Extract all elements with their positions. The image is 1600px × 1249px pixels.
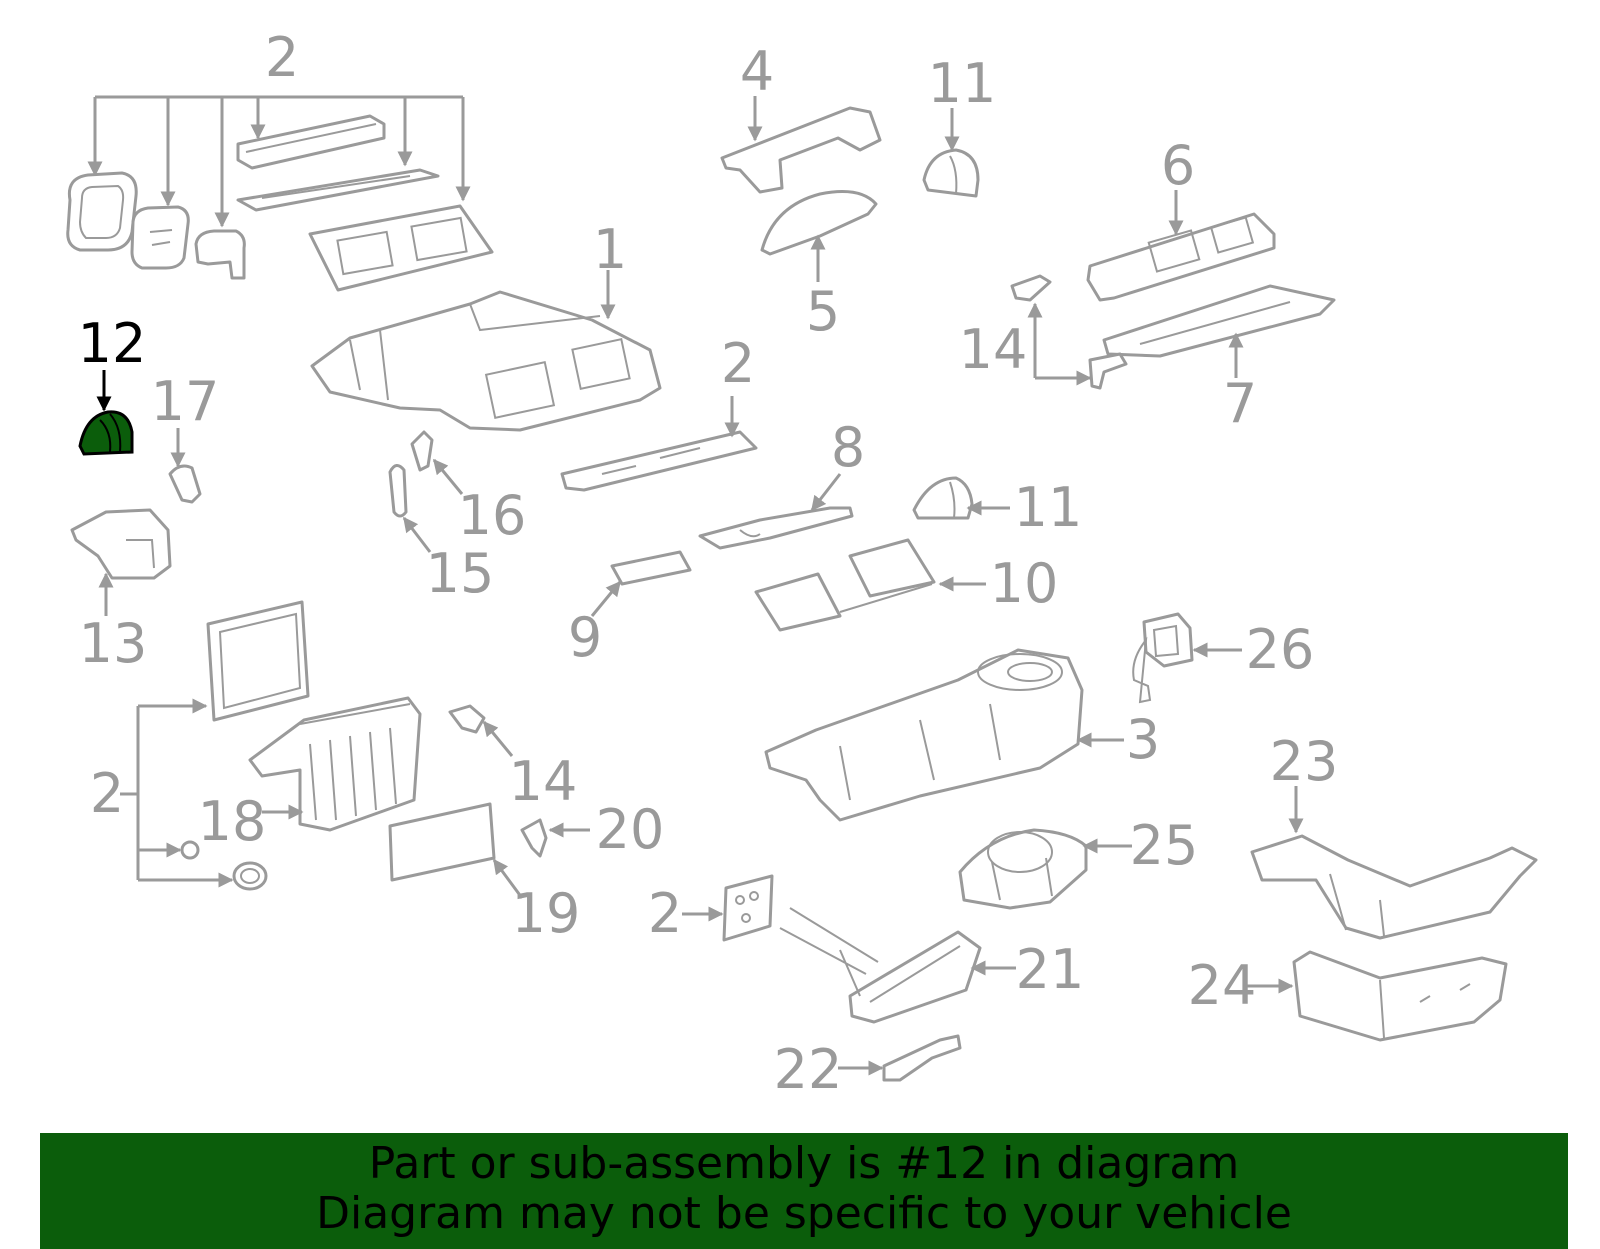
callout-13: 13 xyxy=(79,612,148,675)
gasket-19 xyxy=(388,802,496,882)
cap-11-top xyxy=(922,148,980,198)
callout-2a-lines xyxy=(87,95,471,228)
filter-element xyxy=(206,600,310,722)
duct-23 xyxy=(1250,834,1538,940)
callout-4: 4 xyxy=(740,40,774,103)
cover-5 xyxy=(760,190,878,256)
info-banner: Part or sub-assembly is #12 in diagram D… xyxy=(40,1133,1568,1249)
clip-16 xyxy=(410,430,434,472)
link-15 xyxy=(388,464,408,518)
clip-14-lower-left xyxy=(448,704,486,734)
callout-14b: 14 xyxy=(509,750,578,813)
grommet xyxy=(232,861,268,891)
callout-16: 16 xyxy=(458,484,527,547)
callout-2b: 2 xyxy=(721,332,755,395)
callout-14a-lines xyxy=(1027,302,1092,386)
callout-3: 3 xyxy=(1126,708,1160,771)
vent-outlet-center xyxy=(130,205,190,270)
heater-core-21 xyxy=(779,907,982,1024)
callout-2d: 2 xyxy=(648,882,682,945)
callout-7: 7 xyxy=(1223,372,1257,435)
duct-9 xyxy=(610,550,692,586)
callout-10: 10 xyxy=(990,552,1059,615)
callout-20: 20 xyxy=(596,798,665,861)
callout-9: 9 xyxy=(568,606,602,669)
evaporator-18 xyxy=(248,696,422,832)
callout-11b: 11 xyxy=(1014,476,1083,539)
callout-19-line xyxy=(492,858,524,899)
blower-case-3 xyxy=(764,648,1084,822)
bracket-4 xyxy=(720,106,882,194)
callout-18: 18 xyxy=(198,790,267,853)
callout-8-line xyxy=(810,473,842,512)
callout-15-line xyxy=(402,516,432,553)
resistor-26 xyxy=(1132,612,1194,704)
callout-2c-lines xyxy=(120,698,234,888)
duct-strip-lower xyxy=(236,168,440,212)
callout-2a: 2 xyxy=(265,26,299,89)
callout-25: 25 xyxy=(1130,814,1199,877)
bracket-13 xyxy=(70,508,172,580)
callout-6: 6 xyxy=(1161,134,1195,197)
vent-outlet-left xyxy=(66,171,138,252)
callout-17: 17 xyxy=(151,370,220,433)
callout-15: 15 xyxy=(426,542,495,605)
callout-2c: 2 xyxy=(90,762,124,825)
duct-6 xyxy=(1086,212,1276,302)
clip-17 xyxy=(168,464,202,504)
clip-20 xyxy=(520,818,548,858)
callout-14b-line xyxy=(482,720,514,757)
blower-motor-25 xyxy=(958,828,1088,910)
callout-16-line xyxy=(432,458,464,495)
part-12-highlighted xyxy=(78,410,134,456)
heater-housing-1 xyxy=(310,290,662,432)
clip-14-lower xyxy=(1088,352,1128,390)
duct-10 xyxy=(754,538,936,632)
callout-22: 22 xyxy=(774,1038,843,1101)
duct-8 xyxy=(698,506,854,550)
duct-24 xyxy=(1292,950,1508,1042)
duct-7 xyxy=(1102,284,1336,358)
register-2b xyxy=(560,430,758,492)
callout-5: 5 xyxy=(806,280,840,343)
vent-outlet-small xyxy=(194,229,246,280)
cap-11-mid xyxy=(912,476,974,520)
callout-26: 26 xyxy=(1246,618,1315,681)
callout-23: 23 xyxy=(1270,730,1339,793)
callout-24: 24 xyxy=(1188,954,1257,1017)
banner-line-2: Diagram may not be specific to your vehi… xyxy=(316,1188,1292,1239)
plate-2d xyxy=(722,874,774,942)
seal-small xyxy=(180,840,200,860)
callout-21: 21 xyxy=(1016,938,1085,1001)
banner-line-1: Part or sub-assembly is #12 in diagram xyxy=(368,1138,1240,1189)
callout-8: 8 xyxy=(831,416,865,479)
duct-strip-upper xyxy=(236,114,386,170)
clip-14-upper xyxy=(1010,274,1052,302)
callout-9-line xyxy=(590,580,622,617)
callout-19: 19 xyxy=(512,882,581,945)
callout-11a: 11 xyxy=(928,52,997,115)
bracket-22 xyxy=(882,1034,962,1082)
callout-14a: 14 xyxy=(959,318,1028,381)
callout-1: 1 xyxy=(593,218,627,281)
callout-12: 12 xyxy=(78,312,147,375)
parts-diagram: 2 1 4 5 11 6 14 7 12 17 2 8 11 16 15 13 … xyxy=(66,26,1538,1101)
register-panel-top xyxy=(308,204,494,292)
